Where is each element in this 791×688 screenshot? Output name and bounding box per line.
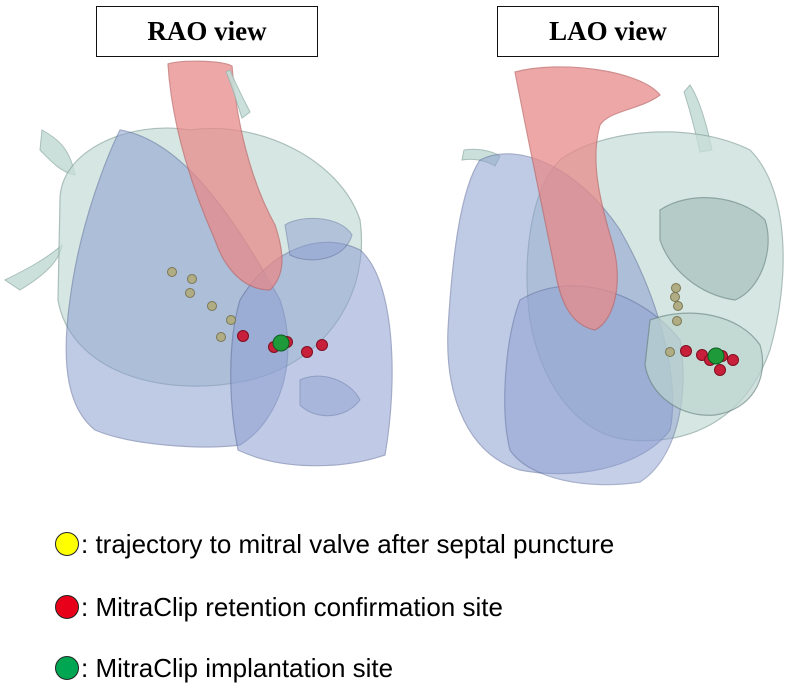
- yellow-circle-icon: [55, 532, 79, 556]
- red-circle-icon: [55, 595, 79, 619]
- legend-row-retention: : MitraClip retention confirmation site: [55, 590, 503, 624]
- lao-implantation-point: [707, 347, 725, 365]
- rao-implantation-point: [272, 334, 290, 352]
- legend-label-retention: : MitraClip retention confirmation site: [81, 591, 503, 622]
- rao-heart-model: [4, 60, 393, 467]
- green-circle-icon: [55, 656, 79, 680]
- rao-trajectory-points: [167, 267, 236, 342]
- legend-row-implantation: : MitraClip implantation site: [55, 651, 393, 685]
- legend-label-trajectory: : trajectory to mitral valve after septa…: [81, 528, 615, 559]
- rao-view-label: RAO view: [96, 6, 318, 57]
- lao-trajectory-points: [665, 283, 683, 357]
- legend-label-implantation: : MitraClip implantation site: [81, 652, 394, 683]
- legend-row-trajectory: : trajectory to mitral valve after septa…: [55, 527, 614, 561]
- lao-heart-model: [447, 66, 784, 486]
- heart-renderings: [4, 60, 784, 486]
- lao-view-label: LAO view: [497, 6, 719, 57]
